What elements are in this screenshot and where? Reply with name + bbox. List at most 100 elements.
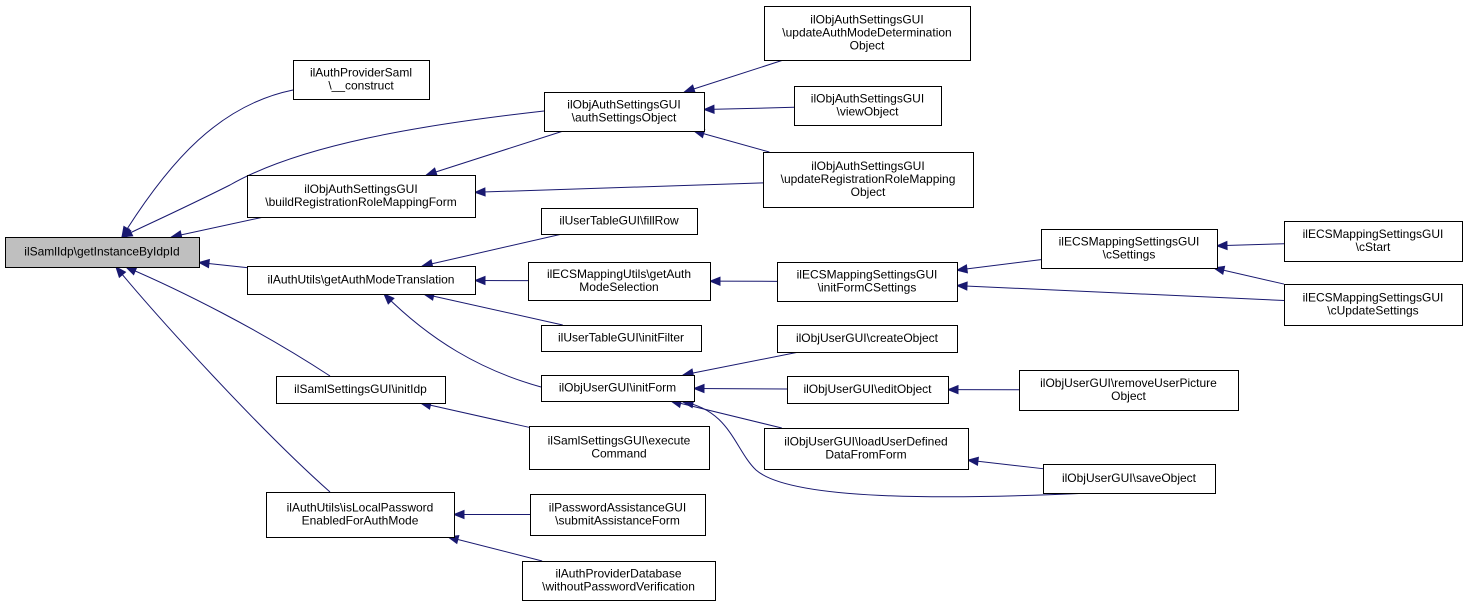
- edge-is_local_password-to-root: [115, 265, 331, 493]
- node-box[interactable]: [777, 325, 958, 353]
- node-label: ilUserTableGUI\initFilter: [558, 331, 684, 345]
- node-update-reg-role[interactable]: ilObjAuthSettingsGUI\updateRegistrationR…: [763, 152, 974, 208]
- node-box[interactable]: [1041, 229, 1218, 269]
- arrowhead-obj_user_initform-get_auth_mode_translation: [383, 293, 395, 305]
- node-label: ilECSMappingSettingsGUI: [1059, 235, 1200, 249]
- node-label: ilObjUserGUI\createObject: [796, 331, 939, 345]
- node-box[interactable]: [293, 60, 430, 100]
- node-box[interactable]: [544, 92, 705, 132]
- node-label: Object: [1111, 389, 1146, 403]
- node-ecs-csettings[interactable]: ilECSMappingSettingsGUI\cSettings: [1041, 229, 1218, 269]
- node-box[interactable]: [1043, 464, 1216, 494]
- node-box[interactable]: [528, 262, 711, 301]
- node-label: Command: [591, 447, 646, 461]
- edge-obj_user_initform-to-get_auth_mode_translation: [383, 293, 542, 388]
- node-box[interactable]: [763, 152, 974, 208]
- node-label: ilObjUserGUI\loadUserDefined: [784, 435, 947, 449]
- node-edit-object[interactable]: ilObjUserGUI\editObject: [787, 376, 949, 404]
- node-box[interactable]: [5, 237, 200, 268]
- node-label: DataFromForm: [825, 448, 906, 462]
- edge-line: [125, 266, 331, 377]
- node-label: ilSamlSettingsGUI\initIdp: [294, 382, 427, 396]
- node-box[interactable]: [522, 561, 716, 601]
- node-label: \withoutPasswordVerification: [542, 580, 695, 594]
- node-save-object[interactable]: ilObjUserGUI\saveObject: [1043, 464, 1216, 494]
- node-box[interactable]: [247, 266, 476, 295]
- node-ecs-initform-csettings[interactable]: ilECSMappingSettingsGUI\initFormCSetting…: [777, 262, 958, 302]
- edge-line: [682, 351, 800, 376]
- node-ecs-cupdate[interactable]: ilECSMappingSettingsGUI\cUpdateSettings: [1284, 284, 1463, 326]
- node-label: ilECSMappingSettingsGUI: [1303, 227, 1444, 241]
- node-label: ilObjUserGUI\removeUserPicture: [1040, 376, 1217, 390]
- node-create-object[interactable]: ilObjUserGUI\createObject: [777, 325, 958, 353]
- node-box[interactable]: [541, 325, 702, 352]
- node-obj-user-initform[interactable]: ilObjUserGUI\initForm: [541, 375, 695, 402]
- node-auth-settings-object[interactable]: ilObjAuthSettingsGUI\authSettingsObject: [544, 92, 705, 132]
- node-is-local-password[interactable]: ilAuthUtils\isLocalPasswordEnabledForAut…: [266, 492, 455, 538]
- node-user-table-initfilter[interactable]: ilUserTableGUI\initFilter: [541, 325, 702, 352]
- node-auth-provider-db[interactable]: ilAuthProviderDatabase\withoutPasswordVe…: [522, 561, 716, 601]
- node-box[interactable]: [266, 492, 455, 538]
- node-root[interactable]: ilSamlIdp\getInstanceByIdpId: [5, 237, 200, 268]
- node-box[interactable]: [247, 175, 476, 218]
- node-box[interactable]: [1284, 221, 1463, 262]
- node-label: \updateAuthModeDetermination: [782, 26, 951, 40]
- arrowhead-auth_settings_object-build_reg_role: [425, 167, 438, 177]
- node-label: ilECSMappingSettingsGUI: [797, 268, 938, 282]
- node-box[interactable]: [541, 208, 698, 235]
- edge-line: [171, 216, 264, 238]
- node-label: \__construct: [328, 79, 394, 93]
- node-label: ilUserTableGUI\fillRow: [559, 214, 679, 228]
- node-label: ilECSMappingSettingsGUI: [1303, 291, 1444, 305]
- node-label: ilSamlIdp\getInstanceByIdpId: [24, 245, 179, 259]
- node-saml-construct[interactable]: ilAuthProviderSaml\__construct: [293, 60, 430, 100]
- edge-remove_user_picture-to-edit_object: [946, 384, 1020, 395]
- node-build-reg-role[interactable]: ilObjAuthSettingsGUI\buildRegistrationRo…: [247, 175, 476, 218]
- node-label: \initFormCSettings: [818, 281, 917, 295]
- arrowhead-edit_object-obj_user_initform: [692, 383, 705, 394]
- edge-line: [426, 130, 564, 176]
- node-box[interactable]: [530, 494, 706, 536]
- edge-auth_settings_object-to-build_reg_role: [425, 130, 564, 177]
- node-box[interactable]: [777, 262, 958, 302]
- edge-auth_settings_object-to-root: [120, 110, 545, 238]
- edge-line: [682, 401, 1091, 498]
- node-saml-init-idp[interactable]: ilSamlSettingsGUI\initIdp: [276, 376, 446, 404]
- node-ecs-cstart[interactable]: ilECSMappingSettingsGUI\cStart: [1284, 221, 1463, 262]
- edge-save_object-to-load_user_defined: [966, 456, 1044, 470]
- node-view-object[interactable]: ilObjAuthSettingsGUI\viewObject: [794, 86, 942, 126]
- node-label: \cUpdateSettings: [1327, 304, 1418, 318]
- node-password-assistance[interactable]: ilPasswordAssistanceGUI\submitAssistance…: [530, 494, 706, 536]
- edge-ecs_cstart-to-ecs_csettings: [1215, 240, 1285, 251]
- edge-line: [121, 110, 545, 238]
- node-user-table-fillrow[interactable]: ilUserTableGUI\fillRow: [541, 208, 698, 235]
- node-box[interactable]: [529, 426, 710, 470]
- node-box[interactable]: [541, 375, 695, 402]
- edge-saml_execute-to-saml_init_idp: [419, 400, 530, 428]
- node-box[interactable]: [1019, 370, 1239, 411]
- node-box[interactable]: [794, 86, 942, 126]
- node-get-auth-mode-translation[interactable]: ilAuthUtils\getAuthModeTranslation: [247, 266, 476, 295]
- arrowhead-update_reg_role-build_reg_role: [473, 187, 486, 197]
- node-box[interactable]: [787, 376, 949, 404]
- node-label: ilSamlSettingsGUI\execute: [548, 434, 691, 448]
- node-label: ilECSMappingUtils\getAuth: [547, 267, 691, 281]
- node-label: ilPasswordAssistanceGUI: [549, 501, 686, 515]
- edge-build_reg_role-to-root: [170, 216, 264, 240]
- node-label: ilAuthProviderSaml: [310, 66, 412, 80]
- node-box[interactable]: [764, 428, 969, 470]
- arrowhead-ecs_initform_csettings-ecs_utils_get_auth: [708, 276, 721, 286]
- node-box[interactable]: [1284, 284, 1463, 326]
- edge-line: [448, 536, 543, 562]
- edge-line: [956, 285, 1285, 301]
- node-label: ilObjAuthSettingsGUI: [810, 13, 923, 27]
- edge-update_auth_mode-to-auth_settings_object: [683, 59, 784, 94]
- node-update-auth-mode[interactable]: ilObjAuthSettingsGUI\updateAuthModeDeter…: [764, 6, 971, 61]
- node-label: \buildRegistrationRoleMappingForm: [265, 195, 456, 209]
- node-box[interactable]: [276, 376, 446, 404]
- node-box[interactable]: [764, 6, 971, 61]
